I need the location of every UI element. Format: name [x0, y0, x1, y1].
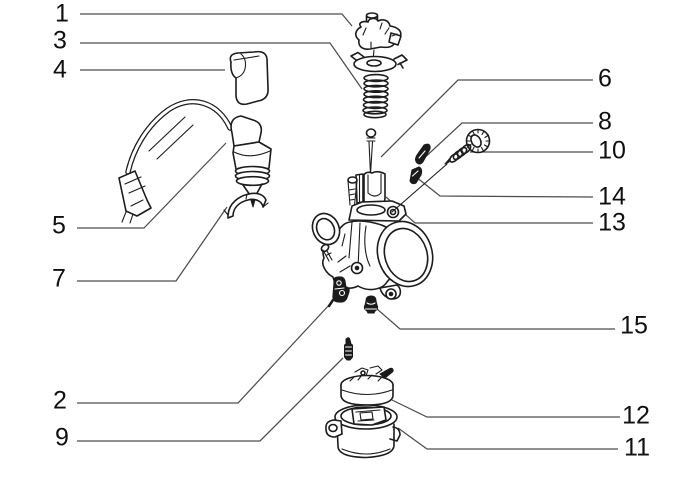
leader-line-2	[77, 303, 331, 404]
part-main-jet	[344, 337, 353, 361]
part-starter-plunger	[415, 143, 431, 165]
leader-line-13	[385, 196, 593, 224]
callout-label-12: 12	[622, 401, 650, 430]
part-plunger-cap	[409, 166, 423, 185]
callout-label-9: 9	[55, 423, 69, 452]
callout-label-15: 15	[620, 311, 648, 340]
leader-line-11	[397, 427, 618, 450]
leader-line-12	[391, 399, 620, 418]
part-screw	[327, 276, 350, 308]
callout-label-8: 8	[598, 107, 612, 136]
leader-line-8	[420, 122, 593, 162]
callout-label-1: 1	[55, 0, 69, 28]
leader-line-7	[77, 206, 228, 282]
part-nut	[363, 295, 379, 314]
leader-line-14	[415, 176, 594, 198]
callout-label-10: 10	[598, 136, 626, 165]
part-jet-needle	[365, 128, 377, 175]
part-retaining-clip	[223, 192, 269, 219]
leader-line-3	[80, 42, 363, 90]
callout-label-3: 3	[53, 26, 67, 55]
callout-label-11: 11	[624, 433, 650, 462]
callout-label-7: 7	[52, 264, 66, 293]
part-float	[340, 365, 394, 406]
callout-label-2: 2	[53, 386, 67, 415]
parts-layer	[118, 12, 491, 459]
part-auto-choke	[118, 99, 272, 224]
callout-label-6: 6	[598, 64, 612, 93]
part-top-cap	[355, 12, 402, 61]
callout-label-5: 5	[52, 211, 66, 240]
callout-label-14: 14	[598, 182, 626, 211]
leader-lines-layer	[77, 13, 620, 450]
leader-line-9	[77, 357, 344, 442]
callout-label-4: 4	[53, 55, 67, 84]
part-idle-screw	[391, 128, 491, 213]
leader-line-1	[80, 13, 353, 27]
part-rubber-boot	[229, 50, 269, 106]
leader-line-15	[376, 308, 615, 330]
leader-line-5	[77, 142, 227, 229]
leader-line-6	[380, 79, 593, 158]
part-slide-spring	[350, 51, 408, 119]
part-carburetor-body	[311, 176, 434, 300]
part-float-bowl	[325, 404, 401, 459]
callout-label-13: 13	[598, 208, 626, 237]
